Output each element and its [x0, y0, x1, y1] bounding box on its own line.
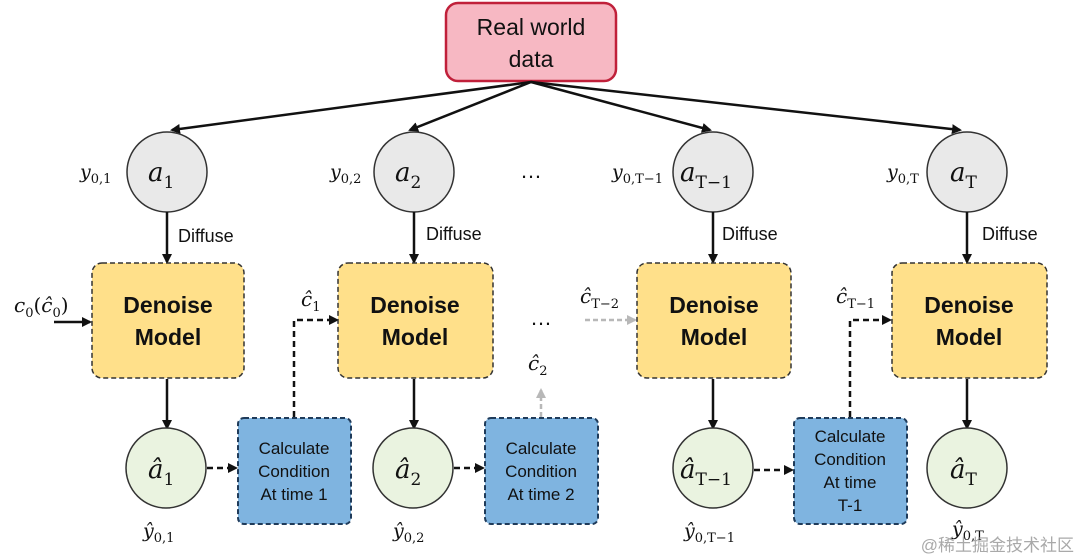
condition-cT2: ĉT−2 [580, 284, 619, 312]
denoise-model-box-3 [636, 262, 792, 379]
condition-cT1: ĉT−1 [836, 284, 875, 312]
calc3-line4: T-1 [838, 496, 863, 515]
arrow-data-to-aT [530, 80, 962, 135]
diffuse-label-3: Diffuse [722, 224, 778, 244]
calc3-line2: Condition [814, 450, 886, 469]
denoise-model-line2-2: Model [382, 324, 448, 350]
arrow-data-to-a1 [170, 80, 532, 134]
denoise-model-line1-2: Denoise [370, 292, 459, 318]
denoise-model-box-1 [91, 262, 245, 379]
ahat-label-1: â1 [148, 455, 174, 490]
a-label-2: a2 [395, 158, 421, 193]
ahat-label-4: âT [950, 455, 978, 490]
denoise-model-box-4 [891, 262, 1048, 379]
calc1-line2: Condition [258, 462, 330, 481]
input-circle-1 [126, 131, 208, 213]
output-circle-4 [926, 427, 1008, 509]
denoise-model-line1-1: Denoise [123, 292, 212, 318]
yhat-label-1: ŷ0,1 [142, 520, 174, 546]
real-world-data-line1: Real world [477, 14, 586, 40]
output-circle-1 [125, 427, 207, 509]
ellipsis-top: … [520, 158, 542, 183]
calc-condition-box-3 [793, 417, 908, 525]
diffuse-label-2: Diffuse [426, 224, 482, 244]
y-label-3: y0,T−1 [611, 161, 663, 187]
condition-c0: c0(ĉ0) [14, 293, 69, 321]
output-circle-2 [372, 427, 454, 509]
ellipsis-middle: … [530, 305, 552, 330]
diffuse-label-1: Diffuse [178, 226, 234, 246]
calc1-line1: Calculate [259, 439, 330, 458]
a-label-1: a1 [148, 158, 174, 193]
arrow-calc1-to-model2 [292, 315, 339, 417]
yhat-label-4: ŷ0,T [951, 518, 984, 544]
calc-condition-box-2 [484, 417, 599, 525]
diffuse-label-4: Diffuse [982, 224, 1038, 244]
real-world-data-line2: data [509, 46, 554, 72]
calc3-line1: Calculate [815, 427, 886, 446]
arrow-data-to-a2 [408, 80, 532, 132]
input-circle-2 [373, 131, 455, 213]
y-label-2: y0,2 [329, 161, 361, 187]
ahat-label-2: â2 [395, 455, 421, 490]
calc2-line3: At time 2 [507, 485, 574, 504]
condition-c2: ĉ2 [528, 351, 547, 379]
denoise-model-line2-1: Model [135, 324, 201, 350]
condition-c1: ĉ1 [301, 287, 320, 315]
calc1-line3: At time 1 [260, 485, 327, 504]
calc2-line1: Calculate [506, 439, 577, 458]
arrow-data-to-aT1 [530, 80, 712, 133]
a-label-4: aT [950, 158, 978, 193]
calc3-line3: At time [824, 473, 877, 492]
denoise-model-line2-4: Model [936, 324, 1002, 350]
input-circle-4 [926, 131, 1008, 213]
denoise-model-line1-3: Denoise [669, 292, 758, 318]
watermark-text: @稀土掘金技术社区 [921, 536, 1074, 555]
output-circle-3 [672, 427, 754, 509]
yhat-label-3: ŷ0,T−1 [683, 520, 735, 546]
denoise-model-line2-3: Model [681, 324, 747, 350]
arrow-calc3-to-model4 [848, 315, 892, 417]
calc-condition-box-1 [237, 417, 352, 525]
y-label-1: y0,1 [79, 161, 111, 187]
denoise-model-box-2 [337, 262, 494, 379]
y-label-4: y0,T [886, 161, 919, 187]
a-label-3: aT−1 [680, 158, 732, 193]
yhat-label-2: ŷ0,2 [392, 520, 424, 546]
calc2-line2: Condition [505, 462, 577, 481]
ahat-label-3: âT−1 [680, 455, 732, 490]
denoise-model-line1-4: Denoise [924, 292, 1013, 318]
real-world-data-box [444, 1, 618, 83]
